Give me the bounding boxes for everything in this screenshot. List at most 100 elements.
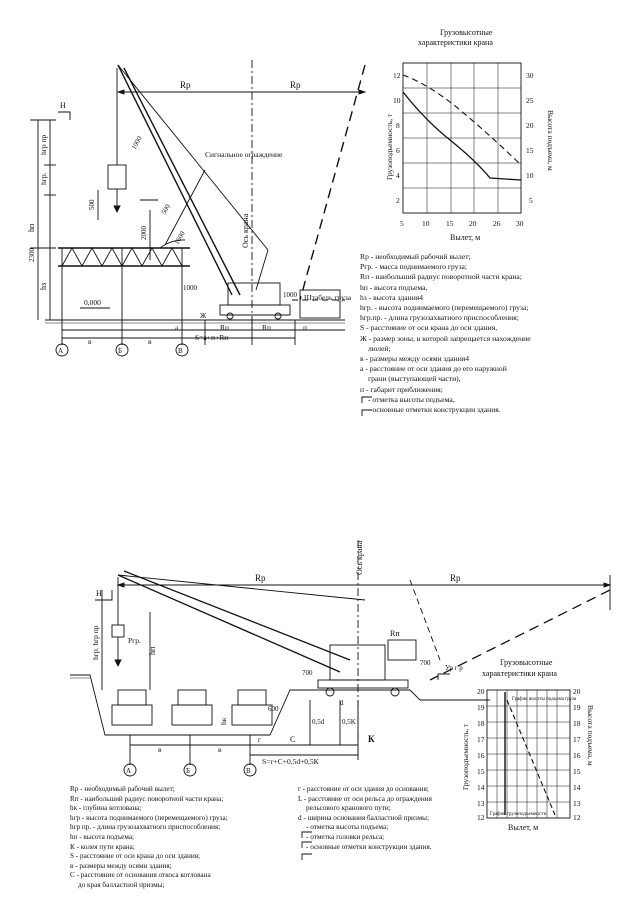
top-legend-markers <box>361 396 372 416</box>
label-2300: 2300 <box>28 248 36 263</box>
b-yr-7: 13 <box>573 799 581 808</box>
label-hz: hз <box>39 283 48 290</box>
b-label-d: d <box>340 699 344 707</box>
bottom-legend-item: рельсового кранового пути; <box>306 804 391 813</box>
top-legend-item: а - расстояние от оси здания до его нару… <box>360 364 507 374</box>
top-x-4: 26 <box>493 219 501 228</box>
bottom-legend-markers <box>301 831 312 860</box>
b-yr-8: 12 <box>573 813 581 822</box>
bottom-axis-v-circle <box>243 763 257 777</box>
label-stack: Штабель груза <box>304 293 352 302</box>
b-yl-6: 14 <box>477 783 485 792</box>
top-yl-4: 4 <box>396 171 400 180</box>
top-chart-ylabel-left: Грузоподъемность, т <box>385 113 394 180</box>
b-label-formula: S=г+С+0,5d+0,5К <box>262 757 320 766</box>
b-yl-4: 16 <box>477 751 485 760</box>
top-legend-item: люлей; <box>368 343 391 353</box>
bottom-legend-item: до края балластной призмы; <box>78 880 165 889</box>
top-yl-0: 12 <box>393 71 401 80</box>
bottom-legend-item: Rп - наибольший радиус поворотной части … <box>70 794 224 803</box>
top-yl-5: 2 <box>396 196 400 205</box>
b-label-05k: 0,5K <box>342 718 356 726</box>
bottom-axis-b-circle <box>183 763 197 777</box>
b-label-rn: Rп <box>390 629 400 638</box>
b-axis-b-label: Б <box>186 767 190 775</box>
b-yl-3: 17 <box>477 735 485 744</box>
top-legend-item: hп - высота подъема, <box>360 282 428 292</box>
b-label-05d: 0,5d <box>312 718 325 726</box>
top-x-5: 30 <box>516 219 524 228</box>
label-500b: 500 <box>160 202 172 216</box>
b-chart-curve2: График грузоподъемности <box>490 812 547 817</box>
label-1000a: 1000 <box>130 134 144 151</box>
axis-v-label: В <box>178 347 183 355</box>
label-axis: Ось крана <box>241 213 250 248</box>
top-legend-item: Ргр. - масса поднимаемого груза; <box>360 262 468 272</box>
b-yr-4: 16 <box>573 751 581 760</box>
bottom-legend-item: hгр - высота поднимаемого (перемещаемого… <box>70 813 228 822</box>
axis-b-circle <box>115 343 129 357</box>
b-label-hk: hк <box>219 717 228 725</box>
b-label-700b: 700 <box>420 659 431 667</box>
label-2000: 2000 <box>140 226 148 241</box>
b-label-rp-1: Rр <box>255 573 266 583</box>
label-1600: 1600 <box>173 229 187 246</box>
label-1000b: 1000 <box>183 284 198 292</box>
top-legend-item: - основные отметки конструкции здания. <box>368 405 501 415</box>
b-yl-8: 12 <box>477 813 485 822</box>
bottom-legend-item: hк - глубина котлована; <box>70 804 142 813</box>
top-yr-3: 15 <box>526 146 534 155</box>
bottom-legend-item: Rр - необходимый рабочий вылет; <box>70 785 175 793</box>
b-axis-v-label: В <box>246 767 251 775</box>
b-yl-5: 15 <box>477 767 485 776</box>
bottom-legend-item: в - размеры между осями здания; <box>70 861 172 870</box>
bottom-legend-item: К - колея пути крана; <box>70 842 135 851</box>
top-drawing-labels: Rр Rр H hгр пр hгр. hп hз 2300 500 2000 … <box>27 80 352 355</box>
b-label-urgr: Ур г р <box>445 664 463 672</box>
top-yr-5: 5 <box>529 196 533 205</box>
label-500a: 500 <box>88 199 96 210</box>
b-label-K: К <box>368 734 375 744</box>
bottom-legend-item: - основные отметки конструкции здания. <box>306 842 432 851</box>
bottom-legend-item: г - расстояние от оси здания до основани… <box>298 785 429 793</box>
b-yl-0: 20 <box>477 687 485 696</box>
label-a: а <box>175 323 179 332</box>
bottom-axis-a-circle <box>123 763 137 777</box>
top-x-1: 10 <box>422 219 430 228</box>
b-label-H: H <box>96 589 102 598</box>
b-label-hgr: hгр. hгр пр <box>91 625 100 660</box>
bottom-legend-item: - отметка высоты подъема; <box>306 823 389 832</box>
top-legend-item: S - расстояние от оси крана до оси здани… <box>360 323 498 333</box>
axis-a-circle <box>55 343 69 357</box>
b-label-C: С <box>290 735 295 744</box>
b-label-rp-2: Rр <box>450 573 461 583</box>
building-trusses <box>58 247 190 320</box>
bottom-legend-left: Rр - необходимый рабочий вылет; Rп - наи… <box>70 785 228 891</box>
b-yr-1: 19 <box>573 703 581 712</box>
top-yl-3: 6 <box>396 146 400 155</box>
bottom-drawing-labels: Rр Rр Ось крана H hгр. hгр пр Ргр. hп Rп… <box>91 540 463 775</box>
b-label-prg: Ргр. <box>128 636 141 645</box>
top-legend-item: Rр - необходимый рабочий вылет; <box>360 252 471 261</box>
label-formula: S=а+п+Rп <box>195 333 228 342</box>
b-label-b2: в <box>218 745 222 754</box>
top-chart-ylabel-right: Высота подъема, м <box>546 110 555 171</box>
top-x-3: 20 <box>469 219 477 228</box>
b-label-600: 600 <box>268 705 279 713</box>
b-chart-ylabel-right: Высота подъема, м <box>586 705 595 766</box>
label-b2: в <box>148 337 152 346</box>
top-chart-title-1: Грузовысотные <box>440 28 493 37</box>
top-crane-drawing <box>30 60 367 357</box>
b-label-hp: hп <box>148 646 157 655</box>
top-legend-item: hгр.пр. - длина грузозахватного приспосо… <box>360 313 519 323</box>
b-chart-title-2: характеристики крана <box>482 669 557 678</box>
top-x-2: 15 <box>446 219 454 228</box>
b-label-axis: Ось крана <box>355 540 364 575</box>
b-chart-title-1: Грузовысотные <box>500 658 553 667</box>
top-yl-1: 10 <box>393 96 401 105</box>
bottom-legend-item: С - расстояние от основания откоса котло… <box>70 871 211 880</box>
label-signal: Сигнальное ограждение <box>205 150 283 159</box>
b-axis-a-label: А <box>126 767 131 775</box>
bottom-legend-item: S - расстояние от оси крана до оси здани… <box>70 852 200 861</box>
